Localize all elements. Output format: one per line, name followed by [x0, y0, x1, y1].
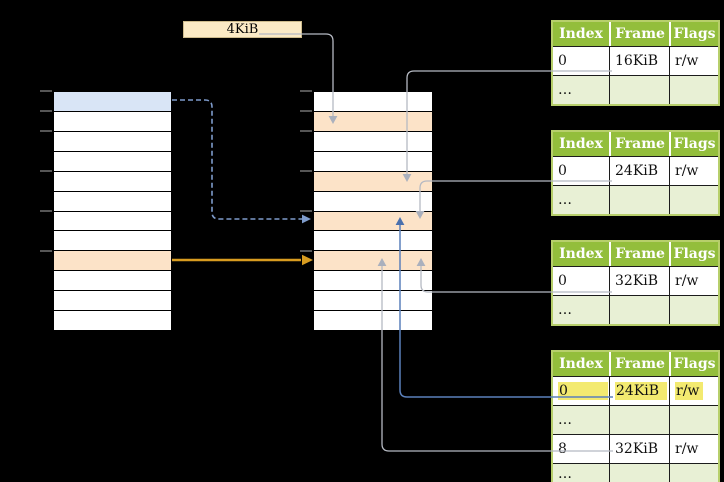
table-cell: … — [558, 302, 572, 318]
table-cell: 24KiB — [609, 377, 669, 405]
table-cell: r/w — [669, 267, 718, 295]
memory-cell-row — [314, 170, 432, 191]
table-cell — [609, 464, 669, 482]
arrow-virtual-blue-dashed — [172, 99, 311, 224]
table-cell: r/w — [669, 377, 718, 405]
memory-cell-row — [314, 290, 432, 311]
memory-cell-row — [314, 230, 432, 251]
table-cell: 0 — [558, 163, 567, 179]
memory-cell-row — [54, 170, 171, 191]
memory-cell-row — [54, 290, 171, 311]
memory-cell-row — [54, 210, 171, 231]
virtual-memory-column — [53, 91, 172, 331]
column-header: Index — [559, 356, 603, 372]
column-header: Frame — [609, 22, 669, 46]
memory-cell-row — [54, 250, 171, 271]
table-cell — [669, 296, 718, 324]
table-cell: r/w — [669, 157, 718, 185]
highlighted-value: r/w — [675, 382, 703, 400]
table-cell — [669, 76, 718, 104]
memory-cell-row — [54, 310, 171, 331]
column-header: Index — [559, 26, 603, 42]
memory-cell-row — [54, 150, 171, 171]
memory-cell-row — [314, 150, 432, 171]
table-row: … — [553, 463, 718, 482]
table-cell: 24KiB — [609, 157, 669, 185]
memory-cell-row — [314, 190, 432, 211]
column-header: Frame — [609, 132, 669, 156]
table-row: … — [553, 295, 718, 324]
table-cell: 8 — [558, 441, 567, 457]
table-cell: 0 — [558, 273, 567, 289]
memory-cell-row — [54, 230, 171, 251]
highlighted-value: 24KiB — [615, 382, 667, 400]
table-cell: … — [558, 192, 572, 208]
column-header: Flags — [669, 242, 718, 266]
memory-cell-row — [314, 250, 432, 271]
table-cell: 16KiB — [609, 47, 669, 75]
column-header: Index — [559, 246, 603, 262]
memory-cell-row — [314, 92, 432, 111]
memory-cell-row — [314, 210, 432, 231]
table-cell — [609, 186, 669, 214]
middle-column-ticks — [300, 90, 312, 252]
column-header: Flags — [669, 22, 718, 46]
left-column-ticks — [40, 90, 52, 252]
page-size-label-text: 4KiB — [226, 22, 259, 37]
memory-cell-row — [54, 130, 171, 151]
memory-cell-row — [54, 92, 171, 111]
column-header: Flags — [669, 352, 718, 376]
table-cell: … — [558, 82, 572, 98]
table-row: … — [553, 185, 718, 214]
table-row: … — [553, 405, 718, 434]
table-cell: 0 — [558, 53, 567, 69]
memory-cell-row — [54, 110, 171, 131]
table-cell: … — [558, 412, 572, 428]
table-cell: 32KiB — [609, 435, 669, 463]
table-cell: r/w — [669, 435, 718, 463]
memory-cell-row — [314, 110, 432, 131]
table-row: … — [553, 75, 718, 104]
column-header: Index — [559, 136, 603, 152]
table-cell: … — [558, 465, 572, 482]
memory-cell-row — [314, 130, 432, 151]
table-cell — [669, 186, 718, 214]
arrow-virtual-orange — [172, 254, 313, 266]
column-header: Frame — [609, 242, 669, 266]
table-cell — [669, 464, 718, 482]
memory-cell-row — [54, 270, 171, 291]
physical-memory-column — [313, 91, 433, 331]
highlighted-value: 0 — [558, 382, 608, 400]
column-header: Frame — [609, 352, 669, 376]
table-cell: r/w — [669, 47, 718, 75]
table-row: 0 24KiB r/w — [553, 376, 718, 405]
memory-cell-row — [314, 310, 432, 331]
memory-cell-row — [54, 190, 171, 211]
table-cell — [669, 406, 718, 434]
table-cell: 32KiB — [609, 267, 669, 295]
table-cell — [609, 296, 669, 324]
page-size-label: 4KiB — [183, 21, 302, 38]
table-cell: 0 — [553, 377, 609, 405]
column-header: Flags — [669, 132, 718, 156]
table-cell — [609, 406, 669, 434]
table-cell — [609, 76, 669, 104]
memory-cell-row — [314, 270, 432, 291]
